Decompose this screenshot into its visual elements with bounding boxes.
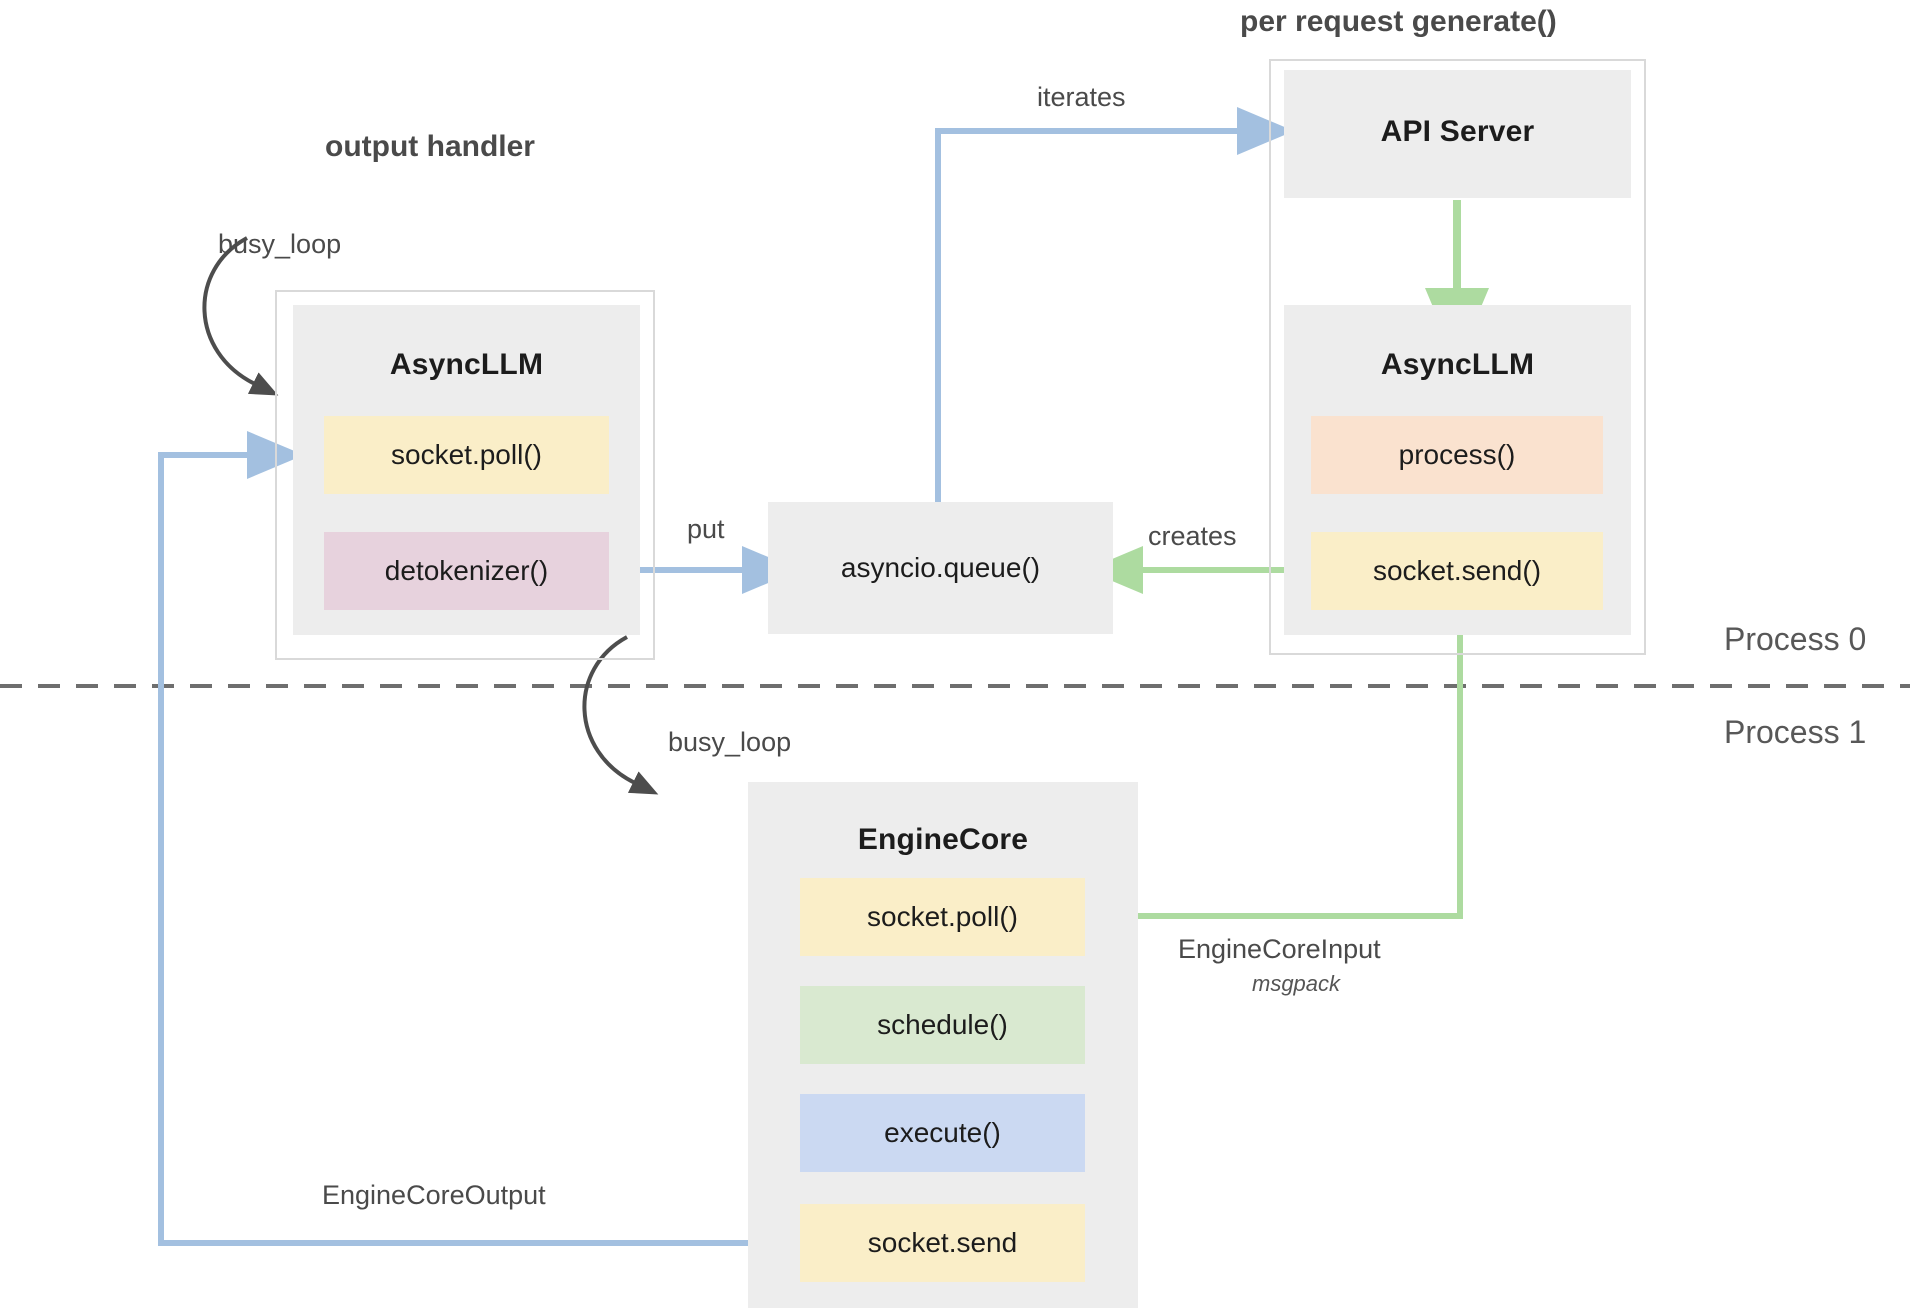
output-handler-group-frame (275, 290, 655, 660)
engine-core-row-socket-send[interactable]: socket.send (800, 1204, 1085, 1282)
async-llm-left-row-detokenizer[interactable]: detokenizer() (324, 532, 609, 610)
engine-core-output-label: EngineCoreOutput (322, 1180, 546, 1210)
process-1-label: Process 1 (1724, 714, 1867, 750)
busy-loop-engine-label: busy_loop (668, 727, 792, 757)
engine-core-input-sublabel: msgpack (1252, 971, 1341, 996)
iterates-label: iterates (1037, 82, 1126, 112)
api-server-title: API Server (1380, 115, 1535, 148)
iterates-arrow (935, 107, 1294, 505)
async-llm-left-title: AsyncLLM (389, 348, 544, 381)
per-request-group-frame (1269, 59, 1646, 655)
section-title-output-handler: output handler (325, 130, 535, 163)
process-0-label: Process 0 (1724, 621, 1867, 657)
asyncio-queue-box[interactable]: asyncio.queue() (768, 502, 1113, 634)
creates-label: creates (1148, 521, 1237, 551)
engine-core-row-schedule[interactable]: schedule() (800, 986, 1085, 1064)
put-label: put (687, 514, 725, 544)
async-llm-right-row-process[interactable]: process() (1311, 416, 1603, 494)
api-server-box[interactable]: API Server (1284, 70, 1631, 198)
async-llm-right-row-socket-send[interactable]: socket.send() (1311, 532, 1603, 610)
engine-core-input-label: EngineCoreInput (1178, 934, 1381, 964)
async-llm-left-row-socket-poll[interactable]: socket.poll() (324, 416, 609, 494)
engine-core-row-socket-poll[interactable]: socket.poll() (800, 878, 1085, 956)
busy-loop-left-label: busy_loop (218, 229, 342, 259)
section-title-per-request: per request generate() (1240, 5, 1557, 38)
engine-core-title: EngineCore (857, 823, 1029, 856)
async-llm-right-title: AsyncLLM (1380, 348, 1535, 381)
engine-core-row-execute[interactable]: execute() (800, 1094, 1085, 1172)
